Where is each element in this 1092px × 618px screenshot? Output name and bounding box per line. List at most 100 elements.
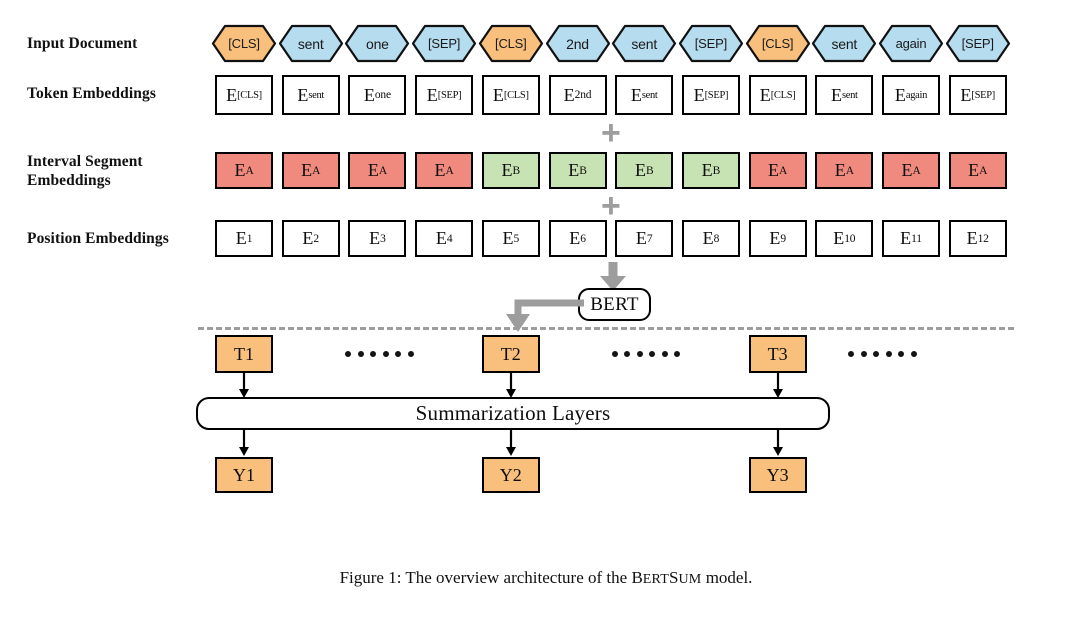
bert-encoder-node[interactable]: BERT <box>578 288 651 321</box>
input-token-hexagon[interactable]: [SEP] <box>411 24 477 63</box>
token-embedding-box[interactable]: E[SEP] <box>681 75 740 115</box>
sentence-vector-base: T <box>234 343 245 364</box>
embedding-subscript: B <box>512 164 521 177</box>
input-token-hexagon[interactable]: 2nd <box>545 24 611 63</box>
input-token-hexagon[interactable]: one <box>344 24 410 63</box>
embedding-base-symbol: E <box>297 84 309 105</box>
input-token-label: [SEP] <box>694 36 728 51</box>
embedding-base-symbol: E <box>630 84 642 105</box>
input-token-hexagon[interactable]: [CLS] <box>745 24 811 63</box>
input-token-hexagon[interactable]: again <box>878 24 944 63</box>
ellipsis-dot <box>345 351 352 357</box>
input-token-hexagon[interactable]: [SEP] <box>945 24 1011 63</box>
input-token-hexagon[interactable]: [CLS] <box>478 24 544 63</box>
ellipsis-group <box>345 351 414 357</box>
embedding-base-symbol: E <box>234 160 246 180</box>
input-token-hexagon[interactable]: sent <box>611 24 677 63</box>
sentence-vector-subscript: 3 <box>778 343 788 364</box>
input-token-label: again <box>895 36 927 51</box>
ellipsis-dot <box>407 351 414 357</box>
token-embedding-box[interactable]: E[CLS] <box>215 75 273 115</box>
embedding-subscript: A <box>845 164 854 177</box>
hexagon-shape-icon <box>545 24 610 63</box>
caption-model-s: S <box>669 568 679 587</box>
plus-operator-top: + <box>601 114 621 152</box>
input-token-label: sent <box>831 35 858 52</box>
token-embedding-box[interactable]: E[SEP] <box>415 75 474 115</box>
embedding-base-symbol: E <box>759 84 771 105</box>
sentence-vector-base: T <box>767 343 779 364</box>
embedding-subscript: 1 <box>246 232 253 245</box>
dashed-separator-line <box>198 327 1014 330</box>
caption-model-b: B <box>631 568 643 587</box>
figure-caption: Figure 1: The overview architecture of t… <box>0 568 1092 588</box>
token-embedding-box[interactable]: E[SEP] <box>948 75 1007 115</box>
sentence-vector-base: T <box>500 343 512 364</box>
embedding-subscript: [SEP] <box>971 89 995 101</box>
token-embedding-box[interactable]: E[CLS] <box>481 75 540 115</box>
hexagon-shape-icon <box>745 24 810 63</box>
embedding-base-symbol: E <box>834 160 846 180</box>
arrow-sentence-vector-to-summarization <box>505 373 516 398</box>
summarization-layers-bar[interactable]: Summarization Layers <box>196 397 830 430</box>
input-token-hexagon[interactable]: [CLS] <box>211 24 277 63</box>
output-subscript: 2 <box>512 464 522 485</box>
embedding-base-symbol: E <box>900 228 912 248</box>
embedding-base-symbol: E <box>435 228 447 248</box>
input-token-hexagon[interactable]: sent <box>811 24 877 63</box>
arrow-summarization-to-output <box>505 430 516 456</box>
ellipsis-dot <box>885 351 892 357</box>
token-embedding-box[interactable]: E[CLS] <box>748 75 807 115</box>
embedding-subscript: A <box>979 164 988 177</box>
input-token-hexagon[interactable]: sent <box>278 24 344 63</box>
ellipsis-group <box>848 351 917 357</box>
embedding-subscript: A <box>312 164 321 177</box>
embedding-base-symbol: E <box>426 84 438 105</box>
embedding-base-symbol: E <box>901 160 913 180</box>
ellipsis-dot <box>624 351 631 357</box>
embedding-base-symbol: E <box>833 228 845 248</box>
embedding-base-symbol: E <box>702 228 714 248</box>
ellipsis-group <box>611 351 681 357</box>
input-token-hexagon[interactable]: [SEP] <box>678 24 744 63</box>
ellipsis-dot <box>382 351 389 357</box>
input-token-label: [SEP] <box>961 36 994 51</box>
